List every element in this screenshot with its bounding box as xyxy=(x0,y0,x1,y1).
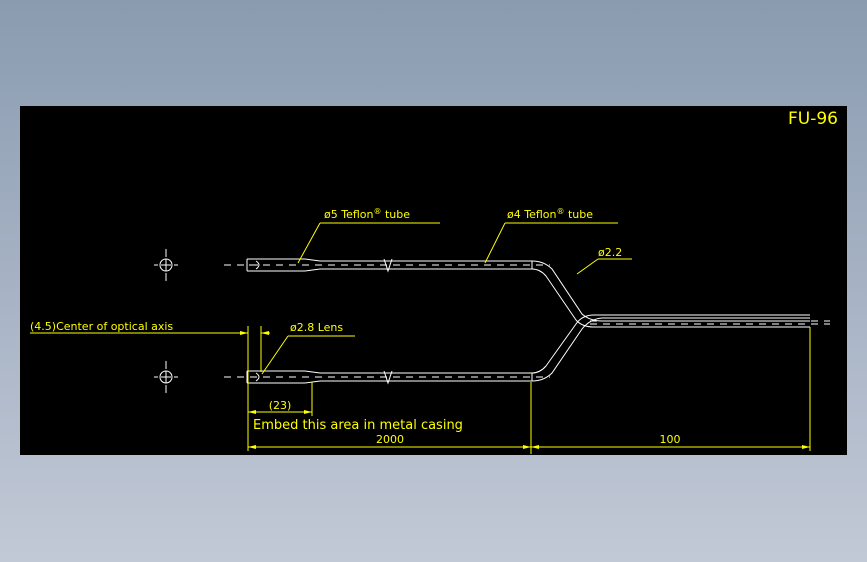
lower-fiber xyxy=(246,314,810,384)
embed-note: Embed this area in metal casing xyxy=(253,418,463,433)
break-marks xyxy=(383,258,393,385)
drawing-title: FU-96 xyxy=(788,109,838,129)
callout-tube-4-reg: ® xyxy=(556,207,564,216)
callout-lens: ø2.8 Lens xyxy=(290,321,343,334)
centerlines xyxy=(224,264,830,378)
lens-marks xyxy=(255,260,260,382)
callout-tube-5: ø5 Teflon® tube xyxy=(324,207,410,221)
fiber-unit-drawing: FU-96 xyxy=(30,109,838,454)
leaders xyxy=(30,222,811,454)
center-mark-upper xyxy=(154,249,178,281)
dimension-arrows xyxy=(240,331,810,449)
callout-tube-5-prefix: ø5 Teflon xyxy=(324,208,374,221)
callout-optical-axis: (4.5)Center of optical axis xyxy=(30,320,173,333)
callout-tube-5-suffix: tube xyxy=(381,208,410,221)
dimension-2000: 2000 xyxy=(376,433,404,446)
dimension-100: 100 xyxy=(660,433,681,446)
dimension-23: (23) xyxy=(269,399,292,412)
callout-tube-5-reg: ® xyxy=(373,207,381,216)
center-mark-lower xyxy=(154,361,178,393)
callout-tube-4-suffix: tube xyxy=(564,208,593,221)
callout-tube-4: ø4 Teflon® tube xyxy=(507,207,593,221)
drawing-canvas: FU-96 xyxy=(20,106,847,455)
callout-tube-4-prefix: ø4 Teflon xyxy=(507,208,557,221)
upper-fiber xyxy=(246,258,810,328)
callout-dia-2-2: ø2.2 xyxy=(598,246,622,259)
